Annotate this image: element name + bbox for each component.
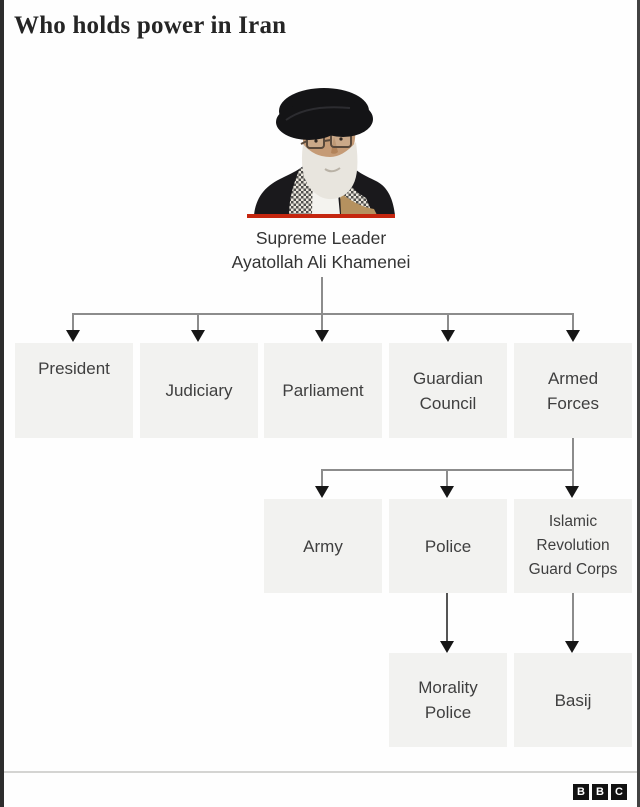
connector-drop-police (446, 469, 448, 487)
connector-police-stem (446, 593, 448, 642)
bbc-logo-block: C (611, 784, 627, 800)
arrow-down-icon (315, 330, 329, 342)
connector-drop-irgc (572, 469, 574, 487)
node-army: Army (264, 499, 382, 593)
node-basij: Basij (514, 653, 632, 747)
node-police: Police (389, 499, 507, 593)
bbc-logo-block: B (573, 784, 589, 800)
arrow-down-icon (565, 486, 579, 498)
supreme-leader-role: Supreme Leader (255, 228, 387, 248)
supreme-leader-portrait (254, 88, 395, 215)
node-irgc: Islamic Revolution Guard Corps (514, 499, 632, 593)
arrow-down-icon (441, 330, 455, 342)
node-morality-police: Morality Police (389, 653, 507, 747)
bbc-logo-block: B (592, 784, 608, 800)
connector-drop-judiciary (197, 313, 199, 331)
arrow-down-icon (566, 330, 580, 342)
arrow-down-icon (191, 330, 205, 342)
page-title: Who holds power in Iran (14, 12, 287, 39)
right-border (637, 0, 640, 807)
connector-drop-army (321, 469, 323, 487)
connector-armed-forces-stem (572, 438, 574, 470)
supreme-leader-name: Ayatollah Ali Khamenei (231, 252, 411, 272)
arrow-down-icon (440, 641, 454, 653)
bbc-logo: B B C (573, 784, 627, 800)
node-armed-forces: Armed Forces (514, 343, 632, 438)
connector-irgc-stem (572, 593, 574, 642)
arrow-down-icon (440, 486, 454, 498)
connector-root-stem (321, 277, 323, 331)
arrow-down-icon (315, 486, 329, 498)
footer-divider (4, 771, 637, 773)
accent-underline (247, 214, 395, 218)
connector-drop-president (72, 313, 74, 331)
node-judiciary: Judiciary (140, 343, 258, 438)
node-president: President (15, 343, 133, 438)
connector-drop-guardian-council (447, 313, 449, 331)
node-parliament: Parliament (264, 343, 382, 438)
connector-drop-armed-forces (572, 313, 574, 331)
arrow-down-icon (66, 330, 80, 342)
supreme-leader-label: Supreme Leader Ayatollah Ali Khamenei (171, 226, 471, 274)
arrow-down-icon (565, 641, 579, 653)
connector-level1-bar (73, 313, 573, 315)
left-border (0, 0, 4, 807)
node-guardian-council: Guardian Council (389, 343, 507, 438)
